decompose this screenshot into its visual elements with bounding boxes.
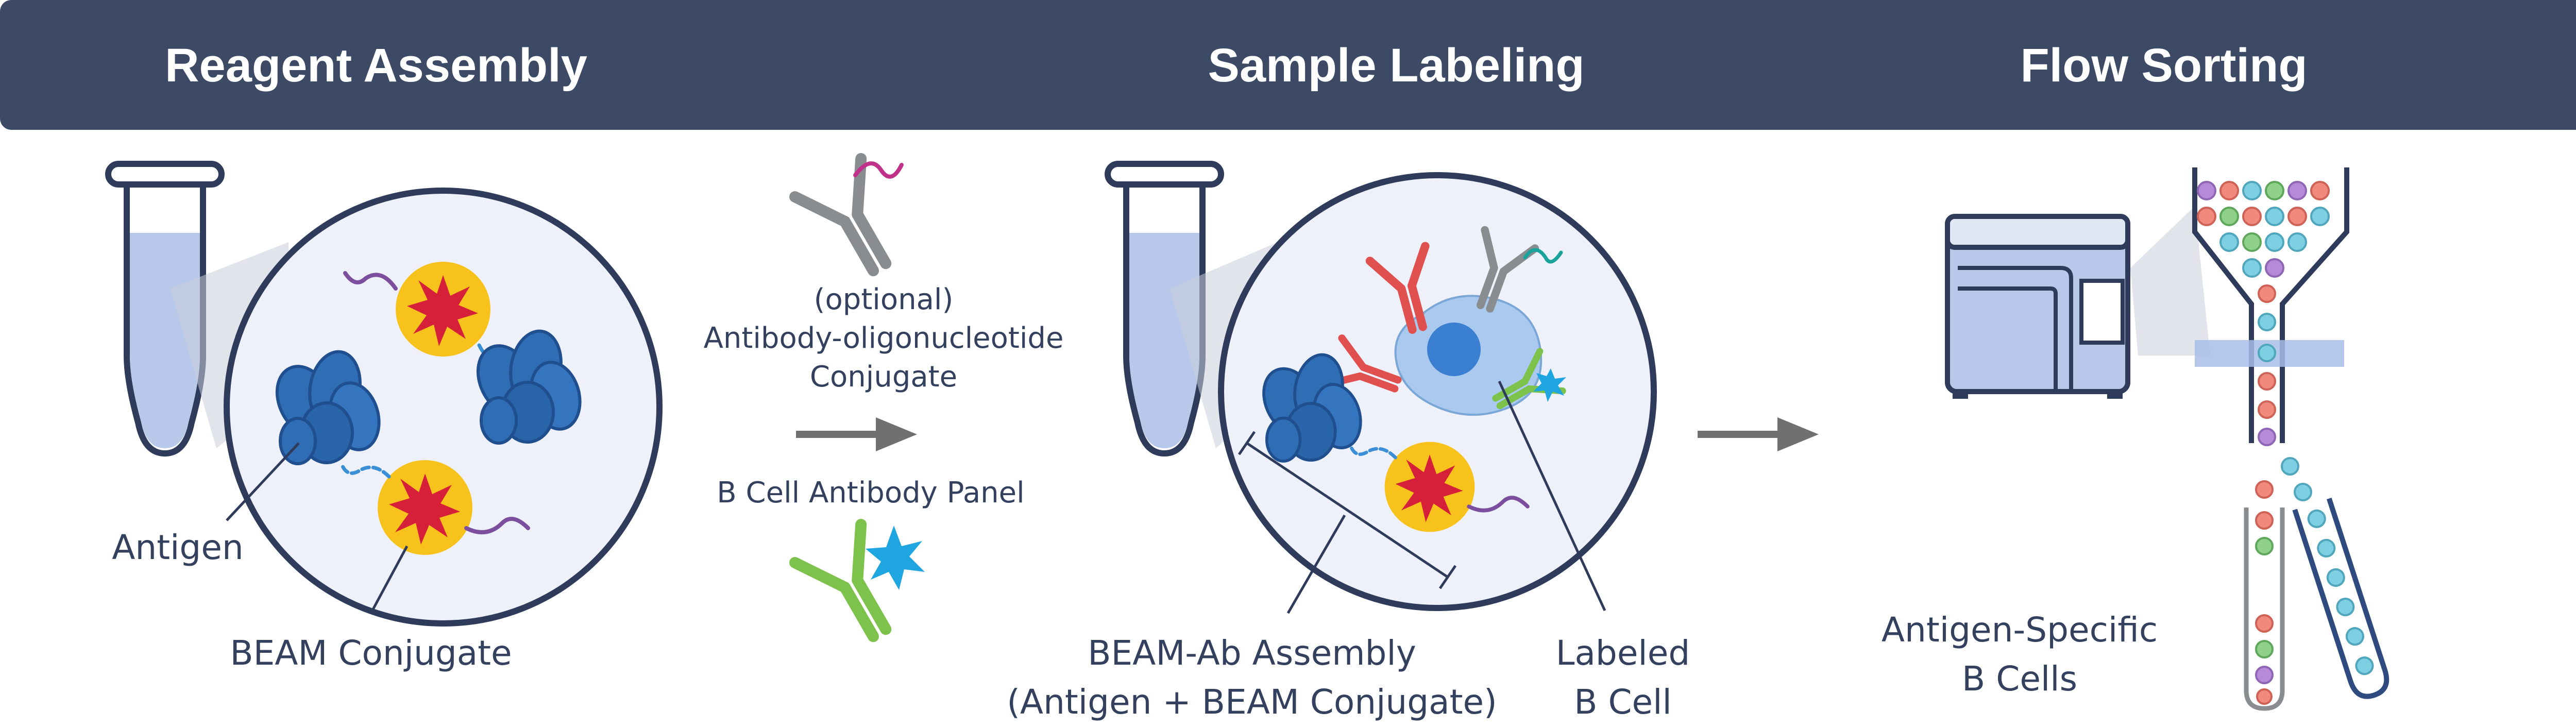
oligo-strand-cell xyxy=(1523,248,1563,264)
label-b-cell-panel: B Cell Antibody Panel xyxy=(717,476,1024,510)
oligo-strand-icon xyxy=(853,161,904,179)
beam-conjugate-assembly xyxy=(1349,442,1530,532)
label-antigen: Antigen xyxy=(112,528,244,567)
label-b-cell: B Cell xyxy=(1574,682,1672,722)
flow-cytometer-icon xyxy=(1945,214,2130,399)
assembly-bracket xyxy=(1238,431,1457,589)
label-labeled: Labeled xyxy=(1556,633,1690,673)
beam-conjugate-bottom xyxy=(341,460,530,555)
label-beam-conjugate: BEAM Conjugate xyxy=(230,633,512,673)
header-flow-sorting: Flow Sorting xyxy=(2020,39,2308,92)
label-antibody-oligo: Antibody-oligonucleotide xyxy=(704,322,1064,355)
fluorophore-icon xyxy=(866,526,925,590)
arrow-1 xyxy=(796,417,917,451)
b-cell xyxy=(1394,295,1543,416)
label-optional: (optional) xyxy=(814,283,954,316)
label-antigen-specific: Antigen-Specific xyxy=(1882,610,2158,650)
collection-tube-waste xyxy=(2244,508,2285,711)
header-reagent-assembly: Reagent Assembly xyxy=(165,39,587,92)
zoom-circle-reagent xyxy=(224,188,663,627)
label-beam-ab-assembly-detail: (Antigen + BEAM Conjugate) xyxy=(1007,682,1497,722)
flow-cell-funnel xyxy=(2192,167,2349,501)
labeled-cell-leader-line xyxy=(1498,380,1606,612)
zoom-cone-3 xyxy=(2130,206,2210,356)
label-beam-ab-assembly: BEAM-Ab Assembly xyxy=(1088,633,1416,673)
beam-leader-line xyxy=(369,545,409,614)
label-b-cells: B Cells xyxy=(1962,659,2077,699)
arrow-2 xyxy=(1698,417,1819,451)
antigen-leader-line xyxy=(226,442,300,521)
fluorophore-cell xyxy=(1533,368,1566,402)
antibody-oligo-icon xyxy=(795,159,912,286)
label-conjugate: Conjugate xyxy=(810,360,957,394)
header-sample-labeling: Sample Labeling xyxy=(1208,39,1585,92)
collection-tube-sorted xyxy=(2292,497,2389,699)
header-bar xyxy=(0,0,2576,130)
assembly-leader-line xyxy=(1286,514,1346,614)
